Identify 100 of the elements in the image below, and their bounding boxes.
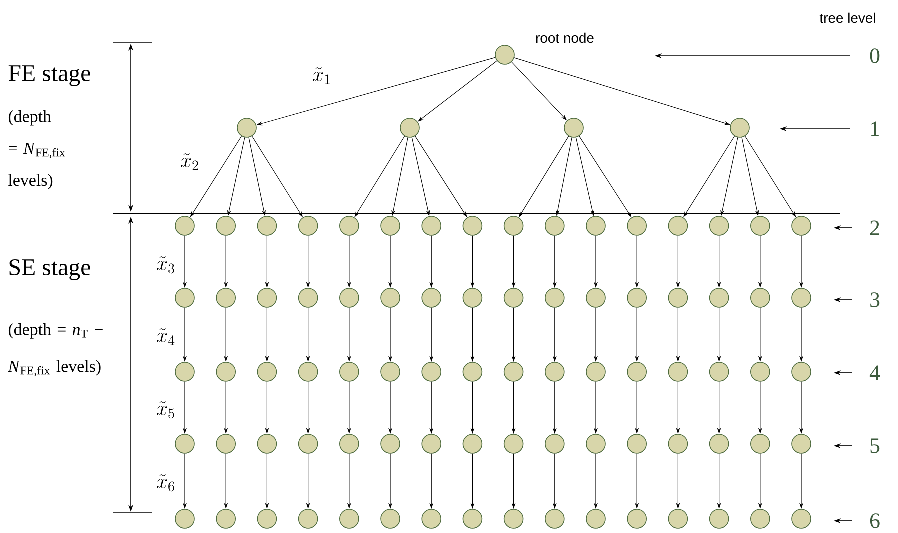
level-number: 2 <box>870 220 880 236</box>
tree-node <box>709 434 730 454</box>
tree-node <box>627 288 647 308</box>
tree-node <box>668 434 688 454</box>
tree-node <box>627 509 647 529</box>
edge-label: $\tilde{x}_{1}$ <box>313 68 330 84</box>
tree-node <box>627 216 647 236</box>
stage-title: SE stage <box>10 260 90 280</box>
tree-node <box>504 362 524 382</box>
tree-node <box>175 362 195 382</box>
tree-node <box>298 288 318 308</box>
tree-node <box>586 509 606 529</box>
tree-node <box>422 509 442 529</box>
tree-node <box>545 288 565 308</box>
tree-node <box>504 434 524 454</box>
tree-node <box>462 362 483 382</box>
tree-node <box>545 216 565 236</box>
tree-node <box>298 509 318 529</box>
tree-node <box>709 288 730 308</box>
tree-node <box>380 509 400 529</box>
tree-node <box>462 434 483 454</box>
tree-node <box>175 288 195 308</box>
tree-node <box>298 362 318 382</box>
tree-node <box>709 509 730 529</box>
tree-node <box>257 362 278 382</box>
stage-note: (depth = n$_{T}$ − N$_{FE,fix}$ levels) <box>8 323 103 376</box>
stage-title: FE stage <box>8 66 90 86</box>
tree-node <box>380 216 400 236</box>
tree-node <box>400 118 420 138</box>
tree-node <box>504 288 524 308</box>
callout-label: root node <box>536 32 594 44</box>
tree-node <box>792 434 812 454</box>
tree-node <box>340 216 360 236</box>
tree-node <box>422 288 442 308</box>
tree-node <box>627 362 647 382</box>
tree-node <box>750 288 770 308</box>
tree-node <box>462 216 483 236</box>
tree-node <box>257 509 278 529</box>
tree-node <box>257 216 278 236</box>
tree-node <box>380 288 400 308</box>
tree-node <box>586 288 606 308</box>
tree-node <box>216 216 236 236</box>
edge-label: $\tilde{x}_{5}$ <box>157 402 174 419</box>
tree-node <box>750 362 770 382</box>
tree-node <box>340 509 360 529</box>
tree-node <box>504 509 524 529</box>
tree-node <box>792 362 812 382</box>
edge-label: $\tilde{x}_{4}$ <box>157 328 175 346</box>
edge-label: $\tilde{x}_{6}$ <box>157 474 174 492</box>
tree-node <box>340 434 360 454</box>
tree-node <box>380 362 400 382</box>
tree-node <box>668 288 688 308</box>
tree-node <box>586 434 606 454</box>
tree-node <box>422 362 442 382</box>
tree-node <box>216 362 236 382</box>
tree-node <box>750 434 770 454</box>
level-number: 6 <box>870 514 880 528</box>
tree-node <box>792 288 812 308</box>
tree-node <box>545 509 565 529</box>
tree-node <box>175 509 195 529</box>
tree-node <box>216 509 236 529</box>
tree-node <box>730 118 750 138</box>
tree-node <box>627 434 647 454</box>
tree-node <box>298 216 318 236</box>
edge-label: $\tilde{x}_{2}$ <box>181 154 198 170</box>
tree-node <box>257 434 278 454</box>
tree-node <box>750 216 770 236</box>
tree-node <box>709 362 730 382</box>
level-number: 1 <box>871 122 880 136</box>
tree-node <box>564 118 584 138</box>
tree-node <box>340 362 360 382</box>
tree-node <box>340 288 360 308</box>
tree-node <box>504 216 524 236</box>
tree-node <box>668 509 688 529</box>
tree-node <box>257 288 278 308</box>
tree-node <box>495 45 515 65</box>
tree-node <box>586 216 606 236</box>
tree-node <box>216 288 236 308</box>
heading: tree level <box>820 12 876 24</box>
tree-node <box>792 216 812 236</box>
tree-node <box>545 362 565 382</box>
tree-node <box>380 434 400 454</box>
tree-node <box>586 362 606 382</box>
tree-node <box>750 509 770 529</box>
level-number: 0 <box>870 48 880 64</box>
tree-node <box>237 118 257 138</box>
stage-note: (depth = N$_{FE,fix}$ levels) <box>8 110 66 190</box>
tree-node <box>422 434 442 454</box>
tree-node <box>175 434 195 454</box>
tree-node <box>422 216 442 236</box>
tree-node <box>668 216 688 236</box>
tree-node <box>216 434 236 454</box>
tree-node <box>792 509 812 529</box>
tree-node <box>462 288 483 308</box>
edge-label: $\tilde{x}_{3}$ <box>157 256 174 274</box>
tree-node <box>298 434 318 454</box>
level-number: 3 <box>870 292 880 308</box>
tree-node <box>545 434 565 454</box>
level-number: 4 <box>870 366 880 380</box>
level-number: 5 <box>870 438 880 454</box>
